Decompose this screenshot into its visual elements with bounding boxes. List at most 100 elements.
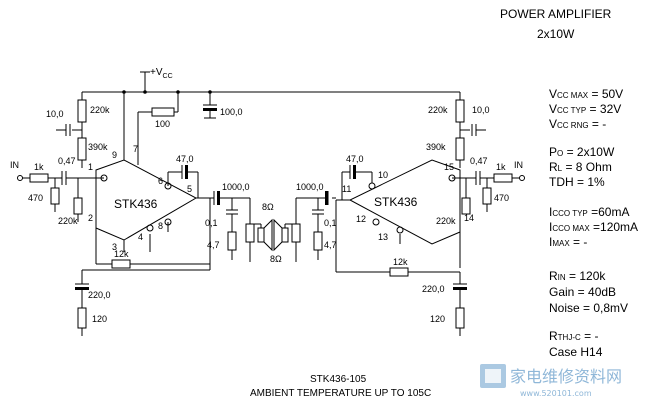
spec-symbol: I xyxy=(549,235,552,249)
left-ic-name: STK436 xyxy=(114,197,158,211)
left-r1k-label: 1k xyxy=(34,162,44,172)
right-spk-label: 8Ω xyxy=(270,254,282,264)
right-r120-label: 120 xyxy=(430,314,445,324)
spec-line: VCC TYP = 32V xyxy=(549,102,621,116)
left-pin3: 3 xyxy=(112,242,117,252)
left-pin4: 4 xyxy=(138,232,143,242)
right-r12k-label: 12k xyxy=(393,257,408,267)
right-bootstrap-cap xyxy=(341,165,373,200)
right-feedback-network xyxy=(455,92,486,168)
left-pin9: 9 xyxy=(112,150,117,160)
left-r12k-label: 12k xyxy=(114,249,129,259)
right-c047-label: 0,47 xyxy=(470,156,488,166)
spec-value: Case H14 xyxy=(549,345,603,359)
left-r220k-top-label: 220k xyxy=(90,105,110,115)
spec-value: = 120k xyxy=(566,269,607,283)
right-c01-label: 0,1 xyxy=(324,218,337,228)
right-c1000-label: 1000,0 xyxy=(296,182,324,192)
right-pin13: 13 xyxy=(378,232,388,242)
spec-value: = - xyxy=(570,235,588,249)
right-pin12: 12 xyxy=(356,214,366,224)
right-ic-name: STK436 xyxy=(374,195,418,209)
left-output-network xyxy=(82,191,255,271)
spec-line: Noise = 0,8mV xyxy=(549,301,628,315)
spec-value: = - xyxy=(581,329,599,343)
right-ic-body xyxy=(336,159,461,268)
left-pin2: 2 xyxy=(88,213,93,223)
spec-value: =120mA xyxy=(590,220,638,234)
left-c1000-label: 1000,0 xyxy=(222,182,250,192)
r-100-label: 100 xyxy=(155,119,170,129)
spec-value: = - xyxy=(589,117,607,131)
right-r10-label: 10,0 xyxy=(472,105,490,115)
watermark-text: 家电维修资料网 xyxy=(510,367,622,386)
right-output-network xyxy=(291,191,337,272)
c-100-bulk xyxy=(203,92,217,119)
spec-subscript: CC MAX xyxy=(557,91,589,100)
left-ic-body xyxy=(95,92,210,252)
spec-subscript: THJ-C xyxy=(558,333,581,342)
spec-line: ICCO TYP =60mA xyxy=(549,205,629,219)
left-in-label: IN xyxy=(10,160,19,170)
right-r390k-label: 390k xyxy=(426,142,446,152)
right-r220k-bot-label: 220k xyxy=(436,216,456,226)
spec-value: Noise = 0,8mV xyxy=(549,301,628,315)
right-c220-r120 xyxy=(453,272,467,336)
spec-line: RL = 8 Ohm xyxy=(549,160,612,174)
right-pin11: 11 xyxy=(342,184,351,194)
title-line2: 2x10W xyxy=(537,27,575,41)
footer-line1: STK436-105 xyxy=(310,374,367,385)
left-feedback-network xyxy=(56,92,87,168)
spec-subscript: CC RNG xyxy=(557,121,589,130)
left-speaker-icon xyxy=(250,218,273,252)
right-r47-label: 4,7 xyxy=(324,240,337,250)
spec-subscript: CCO MAX xyxy=(552,224,590,233)
spec-subscript: MAX xyxy=(552,239,570,248)
supply-rail xyxy=(82,71,460,94)
left-pin5: 5 xyxy=(187,184,192,194)
left-r47-label: 4,7 xyxy=(207,240,220,250)
left-pin6: 6 xyxy=(158,176,163,186)
right-r1k-label: 1k xyxy=(496,162,506,172)
spec-value: Gain = 40dB xyxy=(549,285,616,299)
spec-symbol: V xyxy=(549,87,557,101)
spec-value: = 8 Ohm xyxy=(562,160,612,174)
spec-subscript: CCO TYP xyxy=(552,209,587,218)
spec-subscript: O xyxy=(557,149,563,158)
watermark-logo-icon xyxy=(480,364,506,388)
left-r390k-label: 390k xyxy=(88,142,108,152)
right-in-label: IN xyxy=(514,160,523,170)
left-bootstrap-cap xyxy=(167,165,199,198)
r-100-bias xyxy=(137,92,179,150)
left-input-network xyxy=(17,171,96,222)
footer-line2: AMBIENT TEMPERATURE UP TO 105C xyxy=(250,388,431,399)
watermark-url: www.520101.com xyxy=(520,389,592,398)
right-input-network xyxy=(460,171,525,215)
right-r12k xyxy=(336,267,460,277)
spec-symbol: R xyxy=(549,329,558,343)
spec-value: = 2x10W xyxy=(563,145,615,159)
left-r12k xyxy=(95,252,210,269)
spec-value: TDH = 1% xyxy=(549,175,605,189)
spec-symbol: V xyxy=(549,102,557,116)
right-pin10: 10 xyxy=(378,170,388,180)
left-r120-label: 120 xyxy=(92,314,107,324)
spec-line: RIN = 120k xyxy=(549,269,606,283)
spec-line: VCC MAX = 50V xyxy=(549,87,623,101)
spec-subscript: L xyxy=(558,164,563,173)
left-c220-label: 220,0 xyxy=(88,290,111,300)
spec-line: IMAX = - xyxy=(549,235,587,249)
spec-symbol: R xyxy=(549,160,558,174)
left-pin1: 1 xyxy=(88,162,93,172)
spec-value: =60mA xyxy=(588,205,630,219)
spec-line: TDH = 1% xyxy=(549,175,605,189)
vcc-label: +VCC xyxy=(150,67,173,80)
right-pin14: 14 xyxy=(464,213,474,223)
left-pin7: 7 xyxy=(133,144,138,154)
spec-line: Case H14 xyxy=(549,345,603,359)
spec-subscript: IN xyxy=(558,273,566,282)
spec-symbol: I xyxy=(549,205,552,219)
left-pin8: 8 xyxy=(158,221,163,231)
